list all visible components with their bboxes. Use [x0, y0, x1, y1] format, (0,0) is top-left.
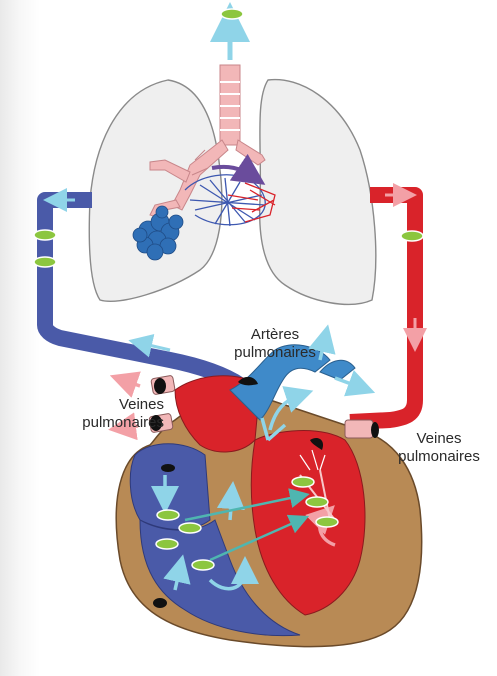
- label-veines-right-line2: pulmonaires: [384, 448, 494, 466]
- valve-opening-5: [153, 598, 167, 608]
- label-arteres-line2: pulmonaires: [210, 344, 340, 362]
- valve-opening-4: [161, 464, 175, 472]
- valve-opening-3: [371, 422, 379, 438]
- label-veines-left-line1: Veines: [44, 396, 164, 414]
- label-veines-pulmonaires-right: Veines pulmonaires: [384, 430, 494, 466]
- right-lung: [260, 80, 376, 305]
- label-arteres-line1: Artères: [210, 326, 340, 344]
- heart: [116, 345, 421, 647]
- left-lung: [89, 80, 222, 301]
- right-pulmonary-vein-stub: [345, 420, 373, 438]
- label-veines-left-line2: pulmonaires: [44, 414, 164, 432]
- valve-opening-1: [154, 378, 166, 394]
- label-veines-right-line1: Veines: [384, 430, 494, 448]
- label-arteres-pulmonaires: Artères pulmonaires: [210, 326, 340, 362]
- label-veines-pulmonaires-left: Veines pulmonaires: [44, 396, 164, 432]
